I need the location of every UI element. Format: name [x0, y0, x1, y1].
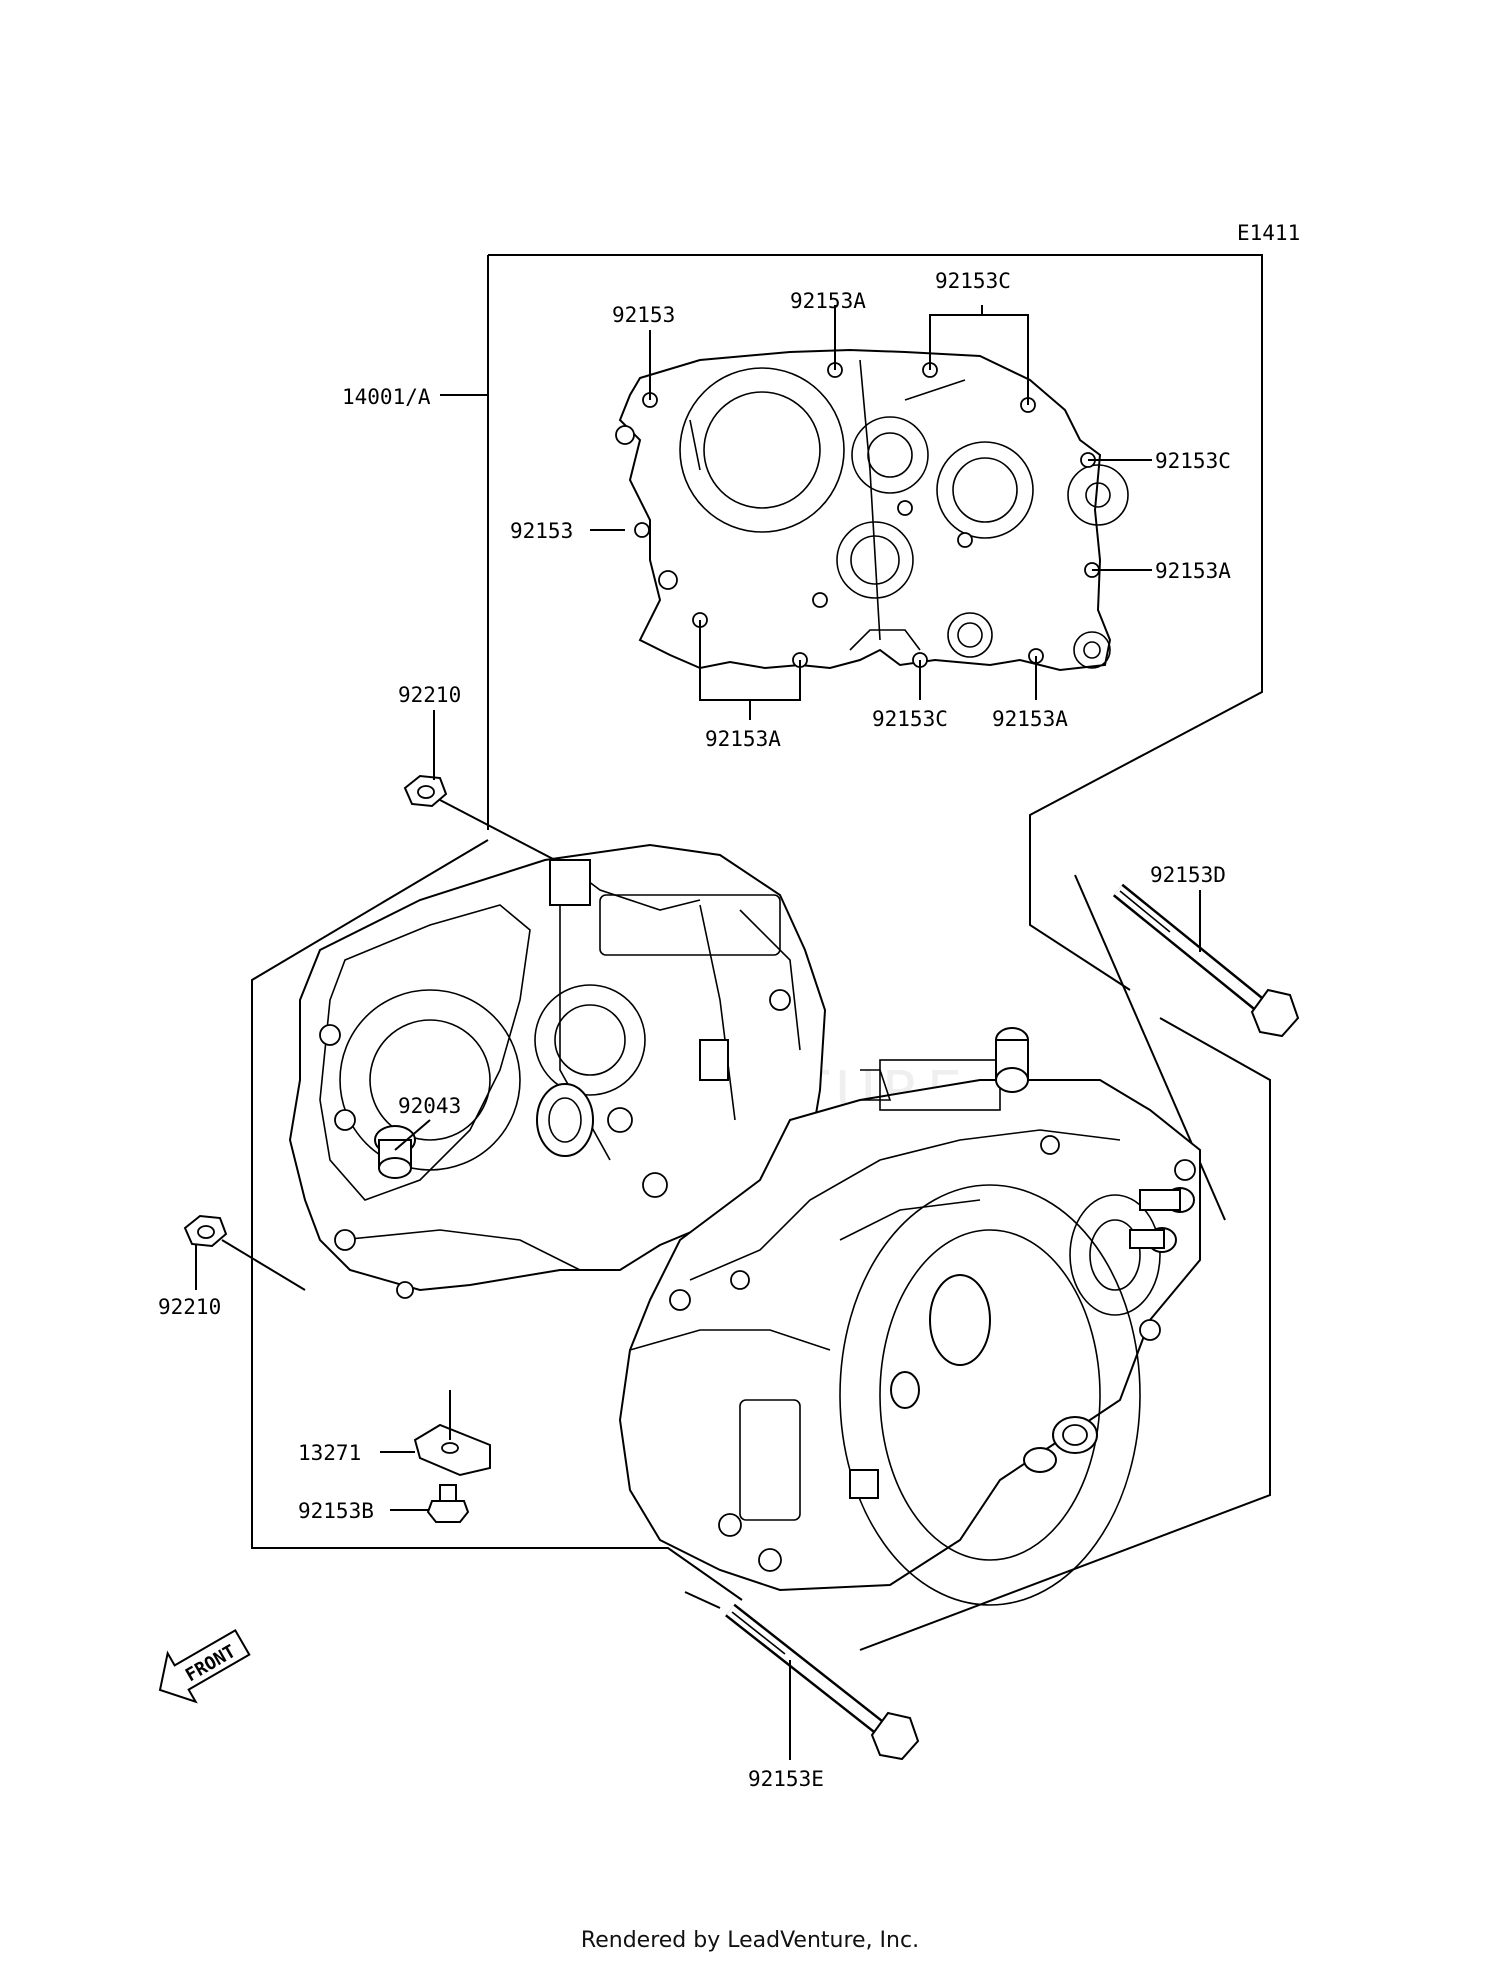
bolt-e-part [684, 1591, 920, 1761]
front-direction-arrow: FRONT [158, 1629, 251, 1704]
footer-credit: Rendered by LeadVenture, Inc. [580, 1928, 920, 1953]
inset-leaders [440, 305, 1152, 720]
crankcase-right-half [618, 1027, 1201, 1606]
bolt-d-part [1112, 883, 1300, 1038]
label-92153a-right: 92153A [1155, 559, 1231, 583]
diagram-code: E1411 [1237, 221, 1300, 245]
label-92153d: 92153D [1150, 863, 1226, 887]
nut-lower-part [183, 1214, 306, 1291]
label-92210-lower: 92210 [158, 1295, 221, 1319]
label-92153a-bottom-right: 92153A [992, 707, 1068, 731]
label-92153-top: 92153 [612, 303, 675, 327]
label-92153c-right: 92153C [1155, 449, 1231, 473]
crankcase-face-view [615, 348, 1129, 672]
label-92153c-top: 92153C [935, 269, 1011, 293]
label-92153a-top: 92153A [790, 289, 866, 313]
label-92153c-bottom: 92153C [872, 707, 948, 731]
plate-part [380, 1390, 491, 1477]
label-92210-upper: 92210 [398, 683, 461, 707]
label-92153a-bottom-left: 92153A [705, 727, 781, 751]
dowel-leader [394, 1119, 431, 1151]
bolt-b-part [390, 1484, 470, 1523]
label-92153e: 92153E [748, 1767, 824, 1791]
label-13271: 13271 [298, 1441, 361, 1465]
nut-upper-part [403, 710, 556, 861]
crankcase-left-half [288, 843, 827, 1299]
inset-frame [487, 254, 1263, 991]
label-92153b: 92153B [298, 1499, 374, 1523]
label-92153-left: 92153 [510, 519, 573, 543]
label-14001a: 14001/A [342, 385, 431, 409]
label-92043: 92043 [398, 1094, 461, 1118]
